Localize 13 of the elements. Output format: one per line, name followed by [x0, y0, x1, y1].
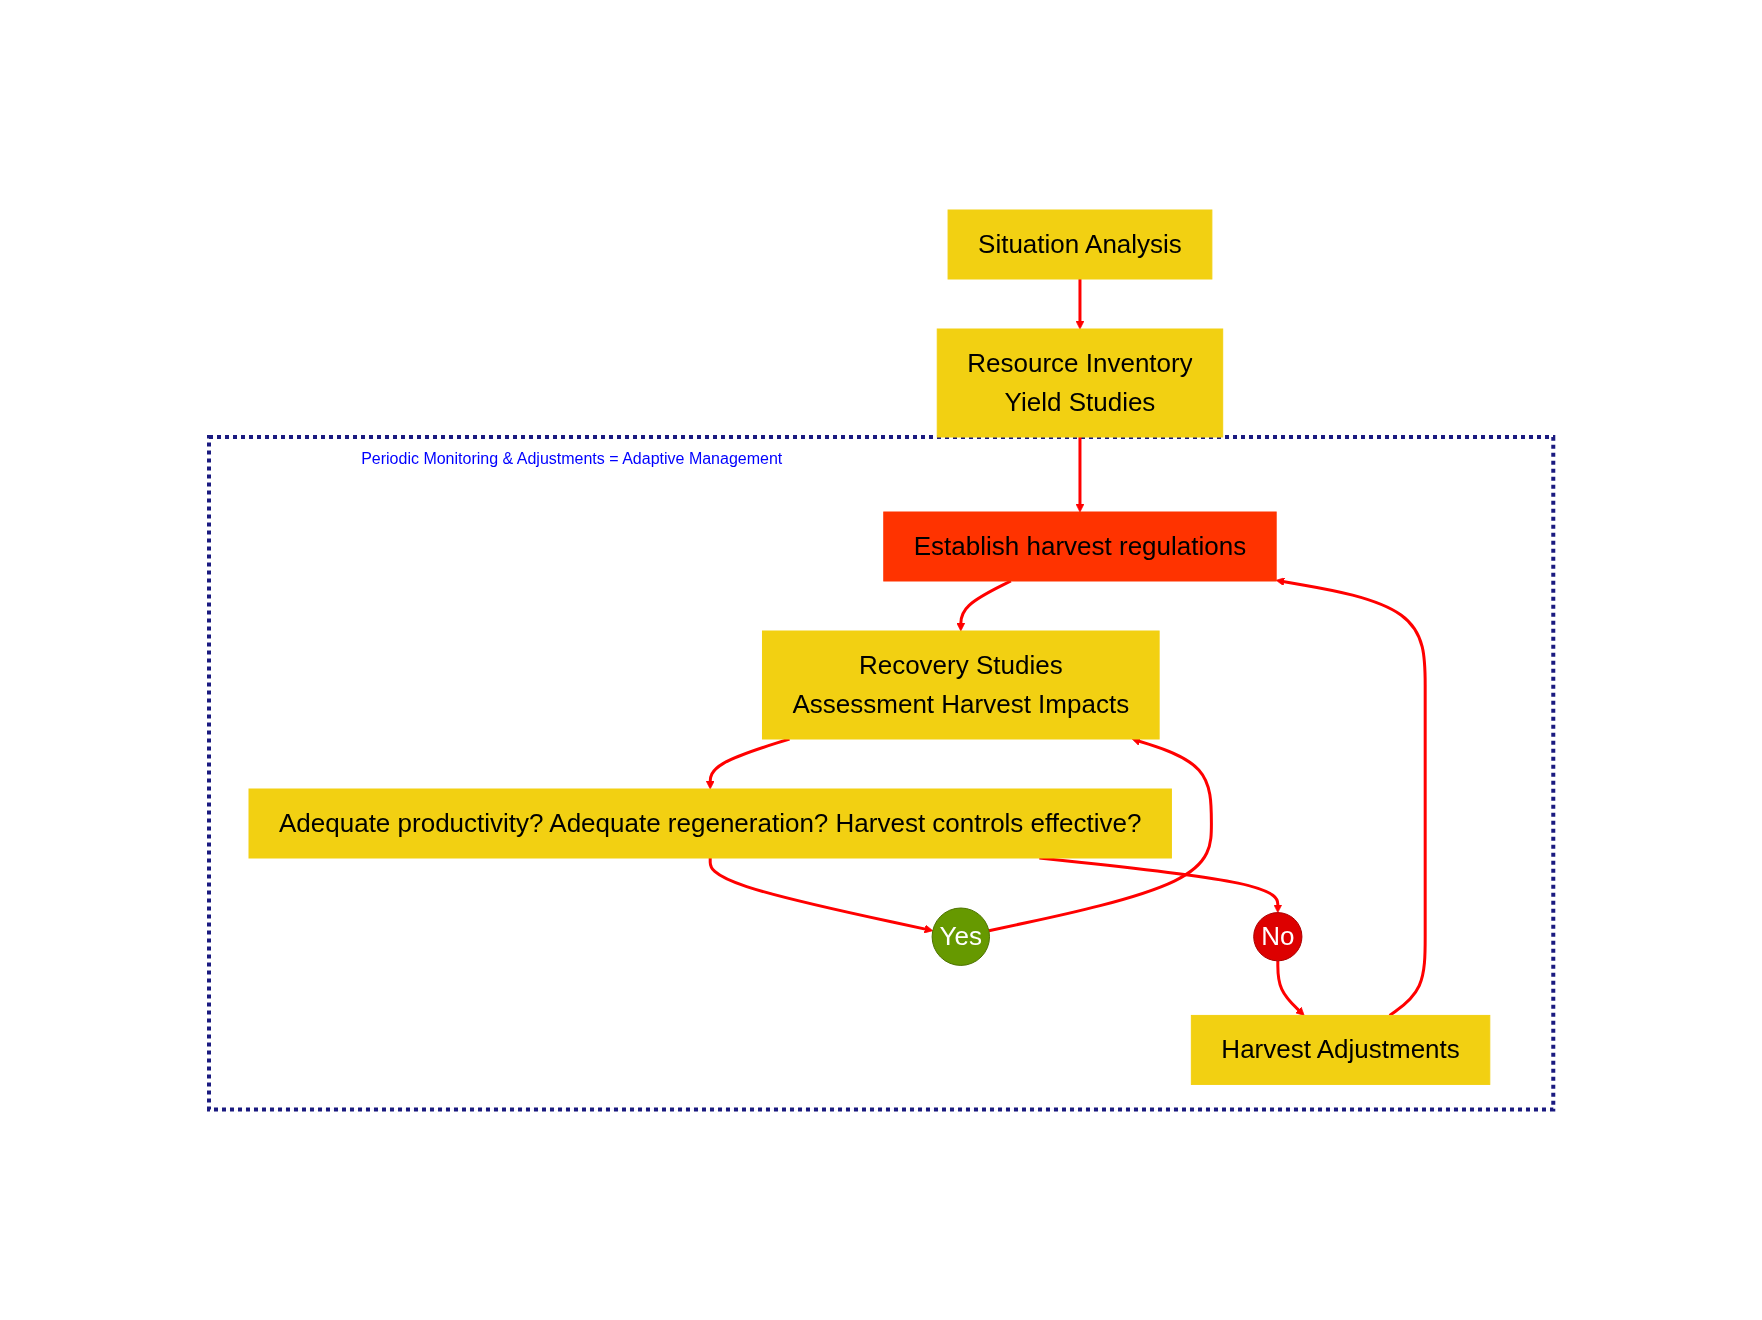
node-box: Situation Analysis: [947, 209, 1213, 280]
arrow: [708, 858, 933, 934]
arrow: [1275, 577, 1427, 1017]
node-box: Resource Inventory Yield Studies: [936, 328, 1224, 438]
arrow: [1276, 961, 1305, 1017]
arrow: [1075, 279, 1085, 330]
node-box: Recovery Studies Assessment Harvest Impacts: [761, 630, 1160, 740]
node-circle: No: [1253, 912, 1303, 962]
node-circle: Yes: [931, 907, 990, 967]
node-box: Harvest Adjustments: [1190, 1015, 1491, 1086]
arrow: [1075, 437, 1085, 513]
node-box: Establish harvest regulations: [883, 511, 1277, 582]
node-box: Adequate productivity? Adequate regeneration? Harvest controls effective?: [248, 788, 1172, 859]
